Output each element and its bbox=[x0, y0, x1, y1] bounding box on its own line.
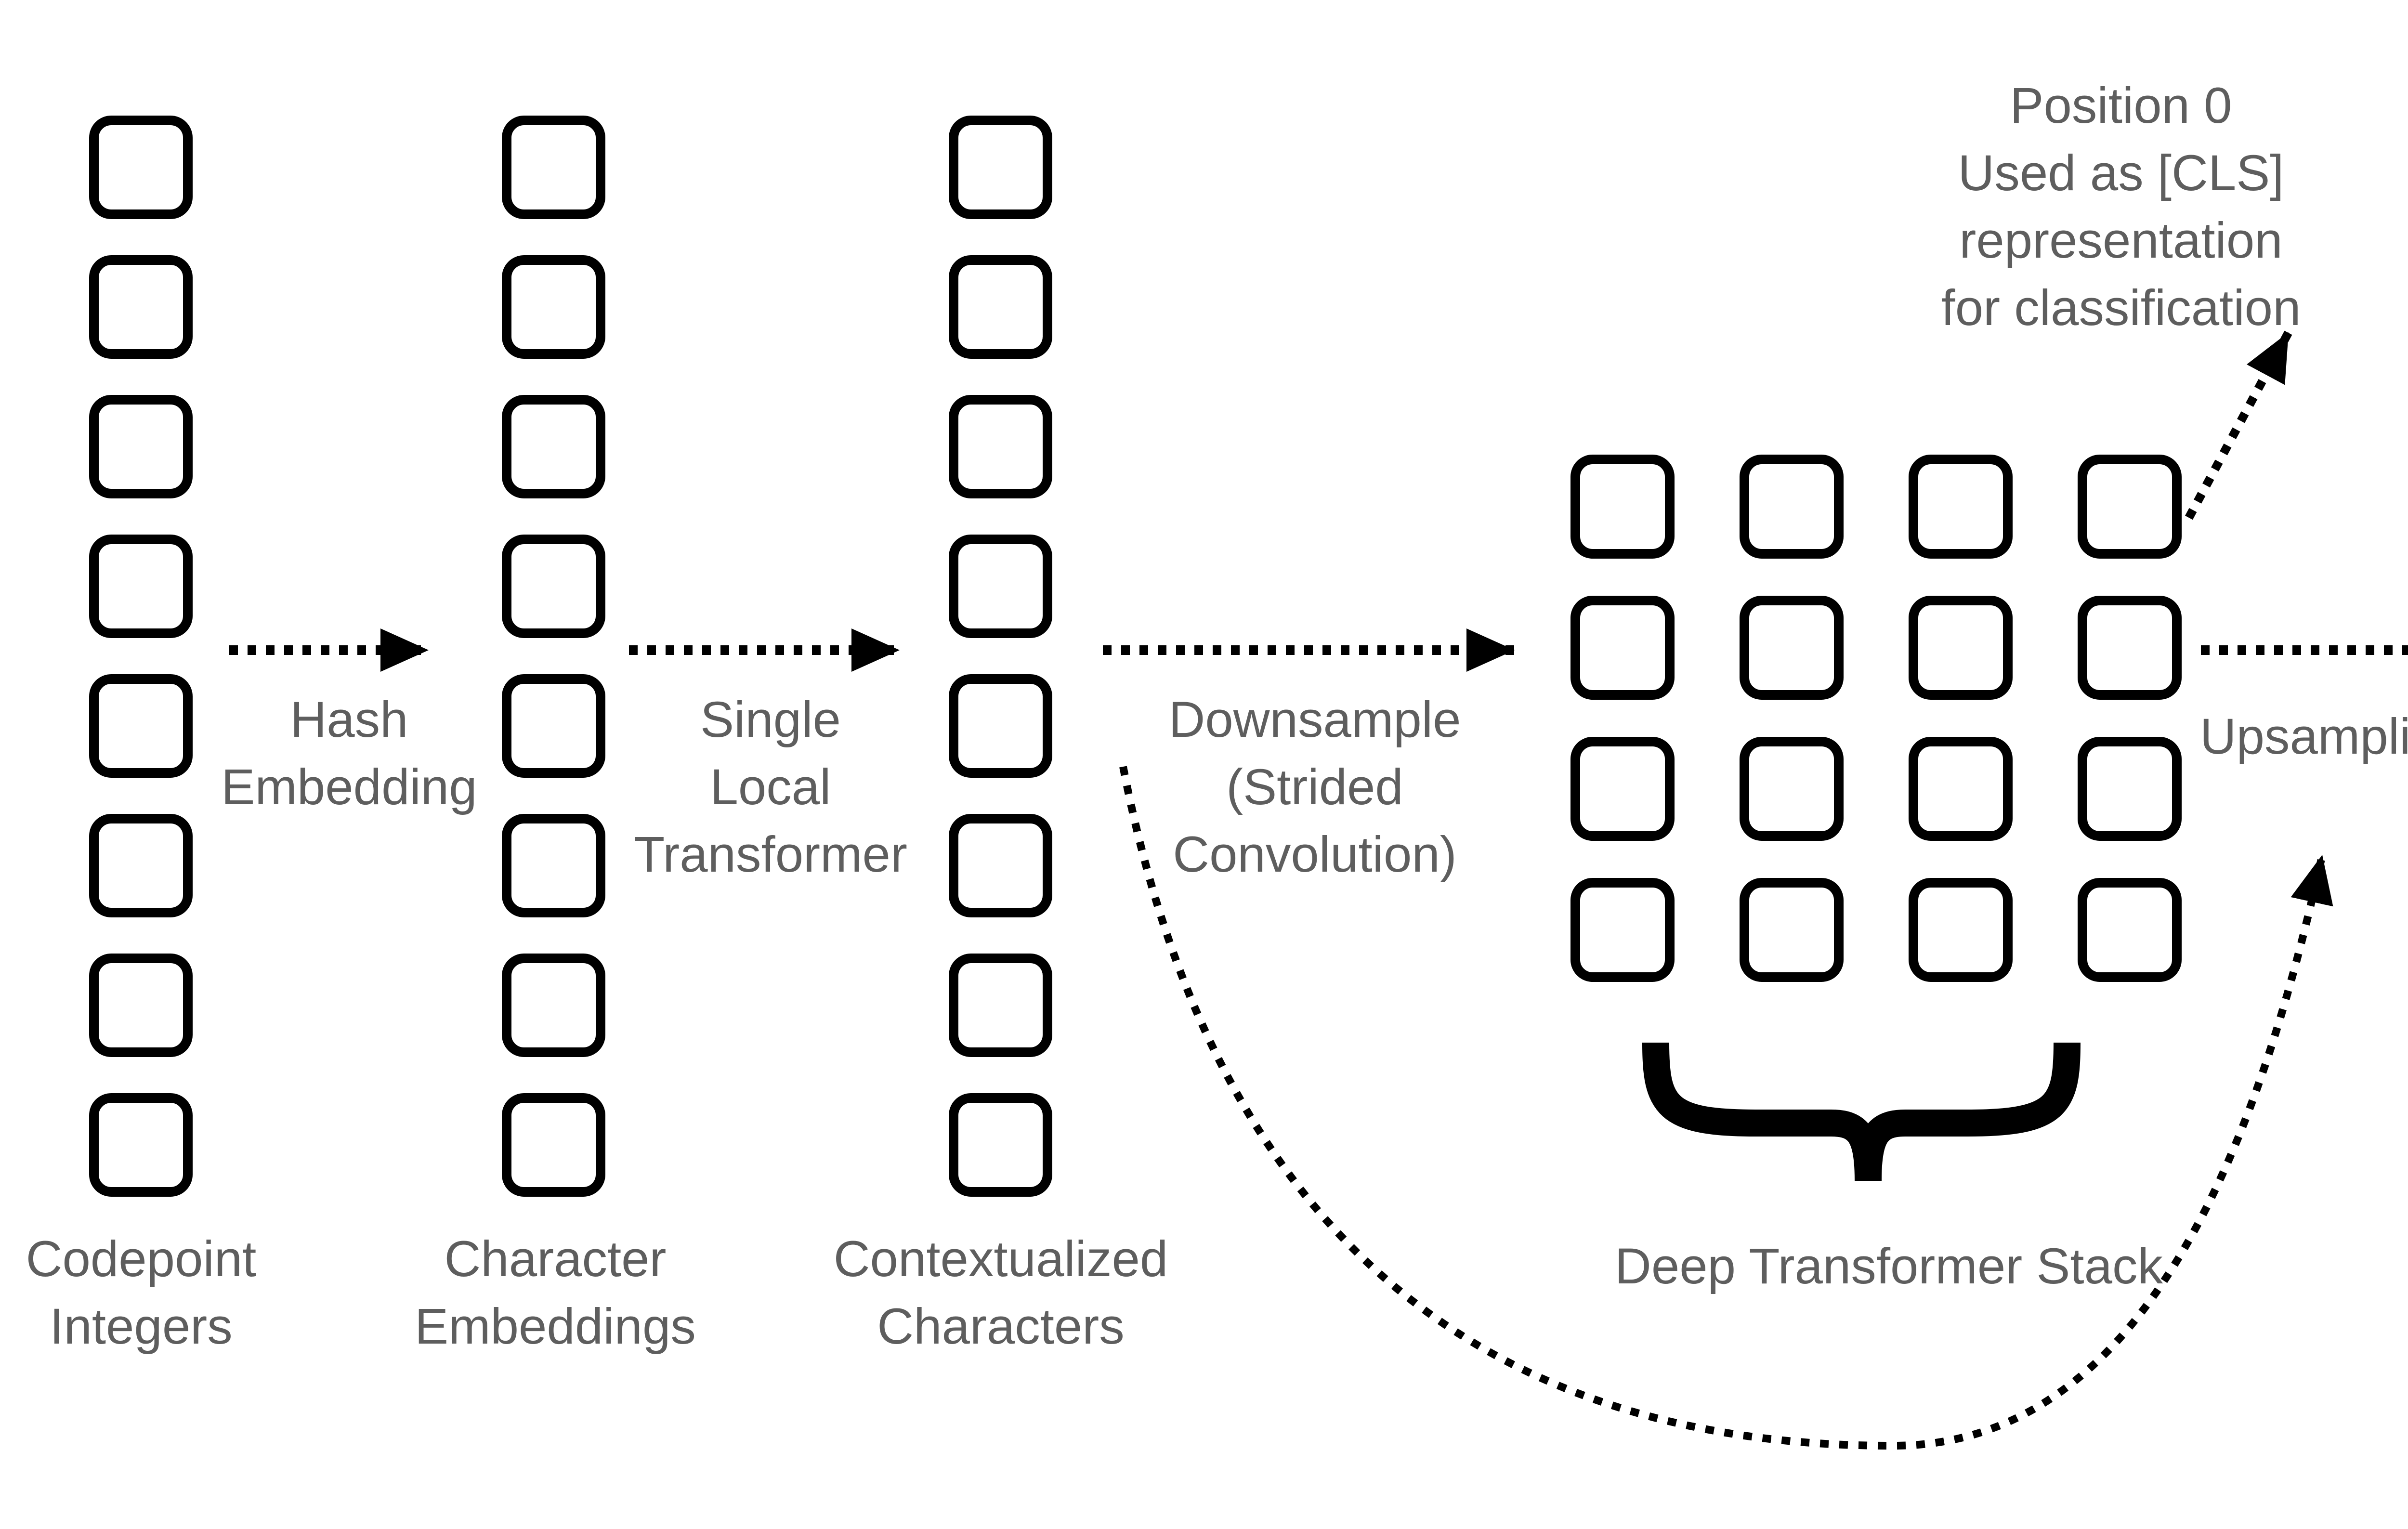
token-square bbox=[2078, 878, 2182, 982]
token-square bbox=[89, 535, 193, 638]
token-square bbox=[949, 814, 1052, 917]
token-square bbox=[502, 1093, 605, 1197]
residual-connection-curve bbox=[1119, 766, 2333, 1450]
token-square bbox=[2078, 737, 2182, 841]
contextualized-characters-label: Contextualized Characters bbox=[833, 1231, 1168, 1355]
token-square bbox=[949, 1093, 1052, 1197]
token-square bbox=[949, 255, 1052, 359]
token-square bbox=[89, 255, 193, 359]
deep-transformer-stack-label: Deep Transformer Stack bbox=[1615, 1238, 2163, 1294]
token-square bbox=[1909, 878, 2013, 982]
single-local-transformer-label: Single Local Transformer bbox=[634, 692, 907, 883]
token-square bbox=[1740, 737, 1844, 841]
token-square bbox=[502, 395, 605, 498]
codepoint-integers-column bbox=[89, 116, 193, 1197]
token-square bbox=[89, 954, 193, 1057]
token-square bbox=[89, 395, 193, 498]
cls-note-label: Position 0 Used as [CLS] representation … bbox=[1941, 78, 2301, 336]
character-embeddings-label: Character Embeddings bbox=[415, 1231, 696, 1355]
token-square bbox=[2078, 596, 2182, 700]
cls-position-arrow bbox=[2185, 330, 2292, 520]
token-square bbox=[502, 674, 605, 778]
token-square bbox=[1740, 596, 1844, 700]
token-square bbox=[89, 1093, 193, 1197]
token-square bbox=[1570, 737, 1675, 841]
token-square bbox=[1909, 455, 2013, 559]
token-square bbox=[89, 814, 193, 917]
character-embeddings-column bbox=[502, 116, 605, 1197]
token-square bbox=[1570, 878, 1675, 982]
deep-transformer-grid bbox=[1570, 455, 2182, 982]
token-square bbox=[502, 814, 605, 917]
token-square bbox=[1570, 596, 1675, 700]
contextualized-characters-column bbox=[949, 116, 1052, 1197]
token-square bbox=[1740, 455, 1844, 559]
token-square bbox=[89, 116, 193, 219]
token-square bbox=[949, 674, 1052, 778]
token-square bbox=[949, 535, 1052, 638]
token-square bbox=[949, 116, 1052, 219]
downsample-label: Downsample (Strided Convolution) bbox=[1168, 692, 1461, 883]
hash-embedding-label: Hash Embedding bbox=[221, 692, 477, 815]
token-square bbox=[502, 535, 605, 638]
token-square bbox=[2078, 455, 2182, 559]
token-square bbox=[89, 674, 193, 778]
token-square bbox=[949, 395, 1052, 498]
token-square bbox=[1740, 878, 1844, 982]
token-square bbox=[502, 116, 605, 219]
token-square bbox=[502, 255, 605, 359]
token-square bbox=[1909, 737, 2013, 841]
token-square bbox=[1570, 455, 1675, 559]
upsampling-label: Upsampling bbox=[2199, 708, 2408, 765]
token-square bbox=[949, 954, 1052, 1057]
token-square bbox=[1909, 596, 2013, 700]
codepoint-integers-label: Codepoint Integers bbox=[26, 1231, 257, 1355]
deep-stack-brace bbox=[1642, 1042, 2081, 1181]
token-square bbox=[502, 954, 605, 1057]
